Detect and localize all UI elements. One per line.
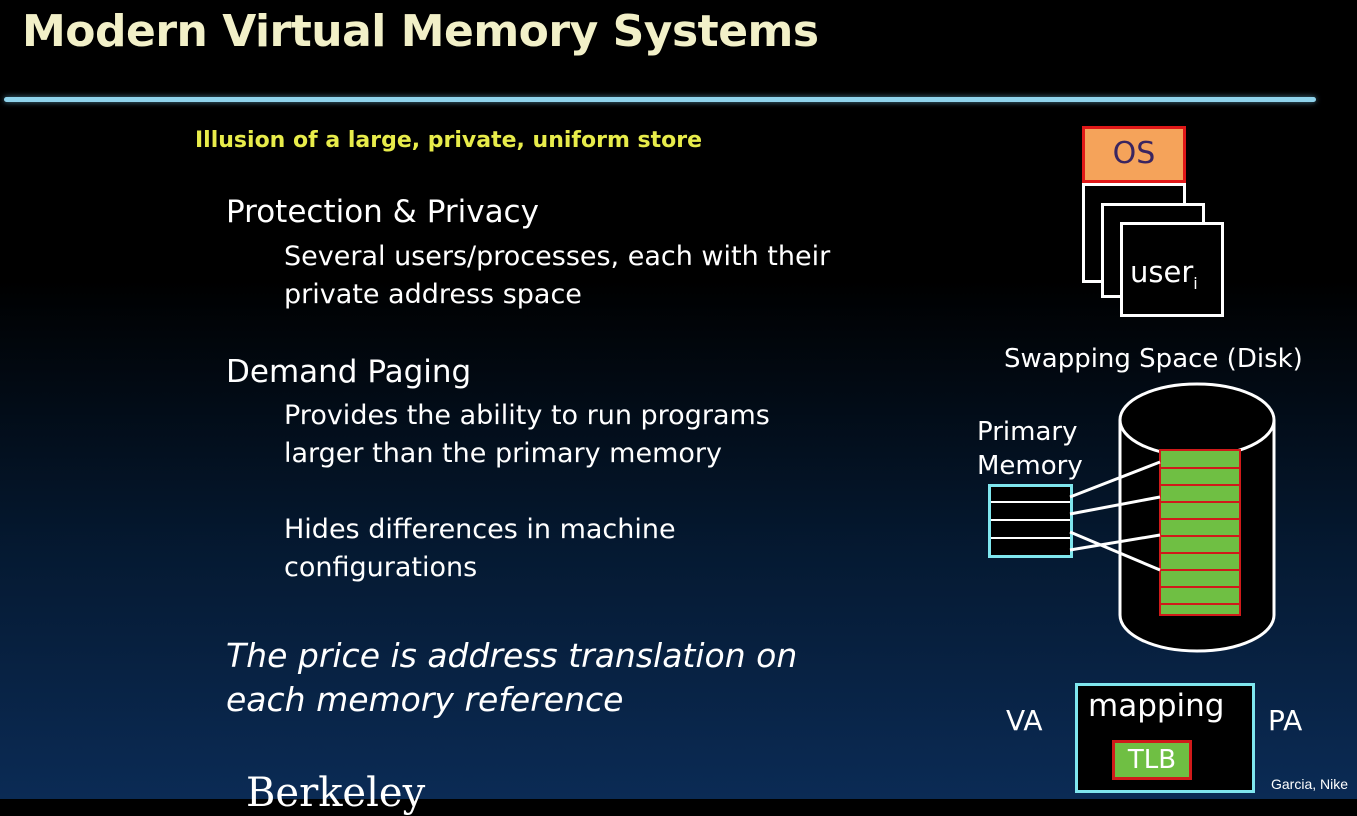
hides-line-1: Hides differences in machine (284, 514, 676, 545)
heading-protection: Protection & Privacy (226, 194, 539, 230)
mapping-label: mapping (1088, 688, 1225, 724)
mapping-lines (0, 0, 1357, 799)
disk-pages-column (1159, 449, 1241, 616)
va-label: VA (1006, 704, 1043, 737)
primary-memory-line-2: Memory (977, 451, 1083, 481)
title-divider (4, 97, 1316, 102)
hides-line-2: configurations (284, 552, 478, 583)
primary-memory-line-1: Primary (977, 417, 1078, 447)
primary-memory-label: Primary Memory (977, 415, 1083, 483)
user-label: useri (1130, 255, 1198, 293)
price-line-2: each memory reference (226, 680, 624, 719)
protection-line-2: private address space (284, 279, 582, 310)
user-page-front (1120, 222, 1224, 317)
swapping-space-label: Swapping Space (Disk) (1004, 344, 1303, 374)
os-box: OS (1082, 126, 1186, 183)
user-label-text: user (1130, 255, 1194, 289)
primary-memory-box (988, 484, 1073, 558)
demand-line-2: larger than the primary memory (284, 438, 722, 469)
tlb-box: TLB (1112, 740, 1192, 780)
demand-line-1: Provides the ability to run programs (284, 400, 770, 431)
slide-subtitle: Illusion of a large, private, uniform st… (195, 128, 703, 153)
protection-line-1: Several users/processes, each with their (284, 241, 831, 272)
heading-demand-paging: Demand Paging (226, 354, 472, 390)
pa-label: PA (1268, 704, 1303, 737)
price-statement: The price is address translation on each… (226, 634, 797, 722)
price-line-1: The price is address translation on (226, 636, 798, 675)
slide-title: Modern Virtual Memory Systems (22, 6, 819, 57)
user-subscript: i (1193, 273, 1198, 293)
credit-text: Garcia, Nike (1271, 776, 1349, 792)
